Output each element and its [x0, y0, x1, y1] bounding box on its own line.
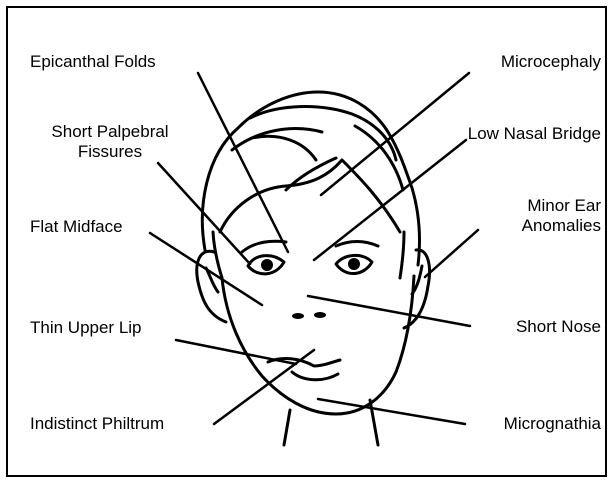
right-eyebrow [336, 242, 378, 247]
lower-lip [292, 372, 338, 380]
label-thin-upper-lip: Thin Upper Lip [30, 318, 142, 338]
right-nostril [314, 312, 326, 318]
label-microcephaly: Microcephaly [501, 52, 601, 72]
label-epicanthal-folds: Epicanthal Folds [30, 52, 156, 72]
label-minor-ear-anomalies-line2: Anomalies [522, 216, 601, 236]
label-low-nasal-bridge: Low Nasal Bridge [468, 124, 601, 144]
leader-micrognathia [318, 399, 465, 424]
left-eyebrow [242, 241, 286, 252]
leader-thin-upper-lip [176, 340, 296, 364]
label-flat-midface: Flat Midface [30, 217, 123, 237]
right-sideburn [400, 232, 404, 278]
label-minor-ear-anomalies-line1: Minor Ear [522, 196, 601, 216]
neck-right [370, 400, 378, 445]
leader-epicanthal-folds [198, 73, 288, 252]
neck-left [284, 410, 290, 445]
hair-strand [232, 129, 322, 150]
label-short-nose: Short Nose [516, 317, 601, 337]
left-pupil [261, 259, 273, 271]
label-short-palpebral-fissures-line1: Short Palpebral [30, 122, 190, 142]
leader-minor-ear-anomalies [425, 230, 478, 277]
left-sideburn [213, 232, 222, 278]
label-short-palpebral-fissures-line2: Fissures [30, 142, 190, 162]
label-indistinct-philtrum: Indistinct Philtrum [30, 414, 164, 434]
leader-indistinct-philtrum [214, 350, 314, 424]
hair-outline [202, 92, 419, 265]
leader-short-nose [308, 296, 470, 326]
leader-microcephaly [321, 73, 469, 195]
label-short-palpebral-fissures: Short Palpebral Fissures [30, 122, 190, 162]
label-minor-ear-anomalies: Minor Ear Anomalies [522, 196, 601, 236]
hair-strand [252, 136, 316, 160]
label-micrognathia: Micrognathia [504, 414, 601, 434]
left-nostril [292, 313, 304, 319]
right-pupil [348, 258, 360, 270]
leader-flat-midface [150, 233, 262, 305]
